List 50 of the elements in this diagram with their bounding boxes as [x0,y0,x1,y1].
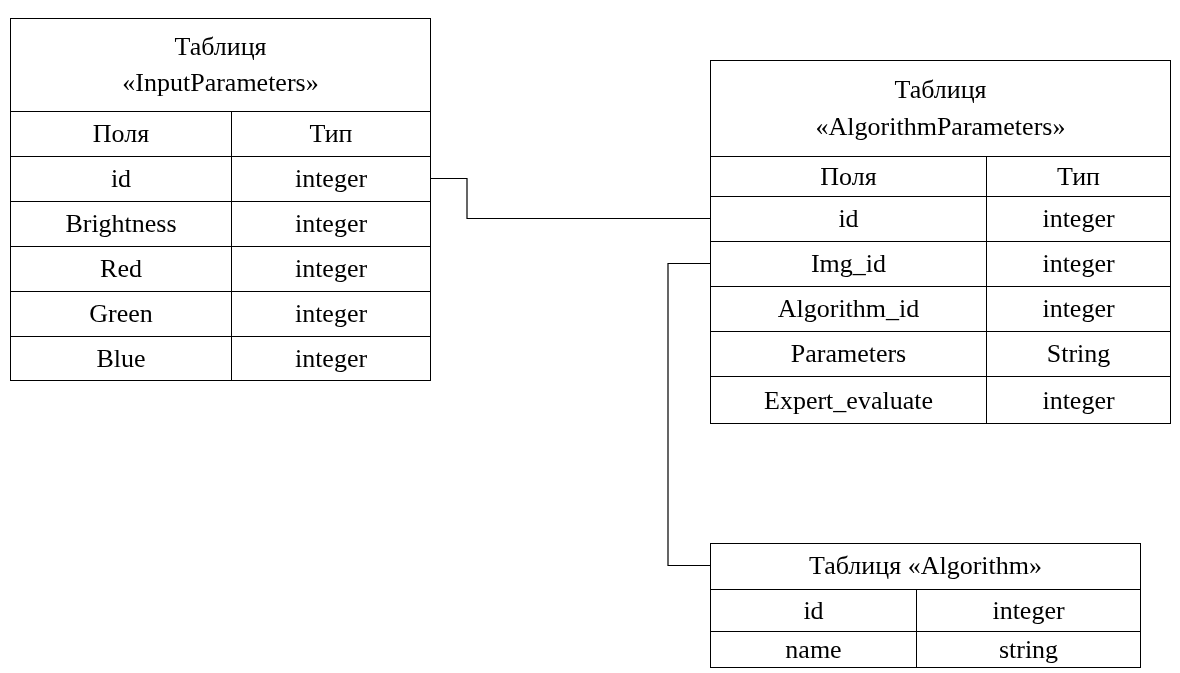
table-row [11,336,430,381]
field-name: id [837,203,860,235]
table-row [711,589,1140,631]
field-type: integer [231,337,430,381]
table-row [711,376,1170,424]
field-name: Expert_evaluate [763,384,934,417]
table-row [711,241,1170,286]
field-type: integer [986,197,1170,241]
field-name: id [109,163,133,195]
connector-line [429,177,712,220]
column-header: Тип [986,157,1170,196]
table-row [711,331,1170,376]
field-type: integer [916,590,1140,631]
table-title: Таблиця «InputParameters» [121,30,320,99]
field-name: Red [99,253,143,285]
field-name: Green [88,298,154,330]
table-row [11,201,430,246]
field-name: Img_id [809,248,888,280]
table-row [11,111,430,156]
field-name: name [784,634,843,666]
column-header: Тип [231,112,430,156]
table-row [711,286,1170,331]
column-header: Поля [91,118,151,150]
field-name: Brightness [64,208,178,240]
field-type: integer [986,377,1170,424]
field-type: integer [231,202,430,246]
field-type: string [916,632,1140,668]
table-title: Таблиця «AlgorithmParameters» [814,74,1067,143]
field-name: Algorithm_id [776,293,921,325]
table-title: Таблиця «Algorithm» [809,550,1042,583]
field-name: Parameters [789,338,908,370]
table [10,18,431,381]
table-row [711,196,1170,241]
field-name: id [802,594,825,627]
table-row [711,156,1170,196]
field-type: integer [231,247,430,291]
field-type: integer [986,287,1170,331]
table [710,60,1171,424]
table-row [11,156,430,201]
table-row [11,246,430,291]
table-row [711,631,1140,668]
table-row [11,291,430,336]
field-name: Blue [95,343,147,375]
field-type: integer [231,292,430,336]
table [710,543,1141,668]
column-header: Поля [819,160,878,193]
connector-line [667,262,712,567]
field-type: String [986,332,1170,376]
field-type: integer [231,157,430,201]
field-type: integer [986,242,1170,286]
